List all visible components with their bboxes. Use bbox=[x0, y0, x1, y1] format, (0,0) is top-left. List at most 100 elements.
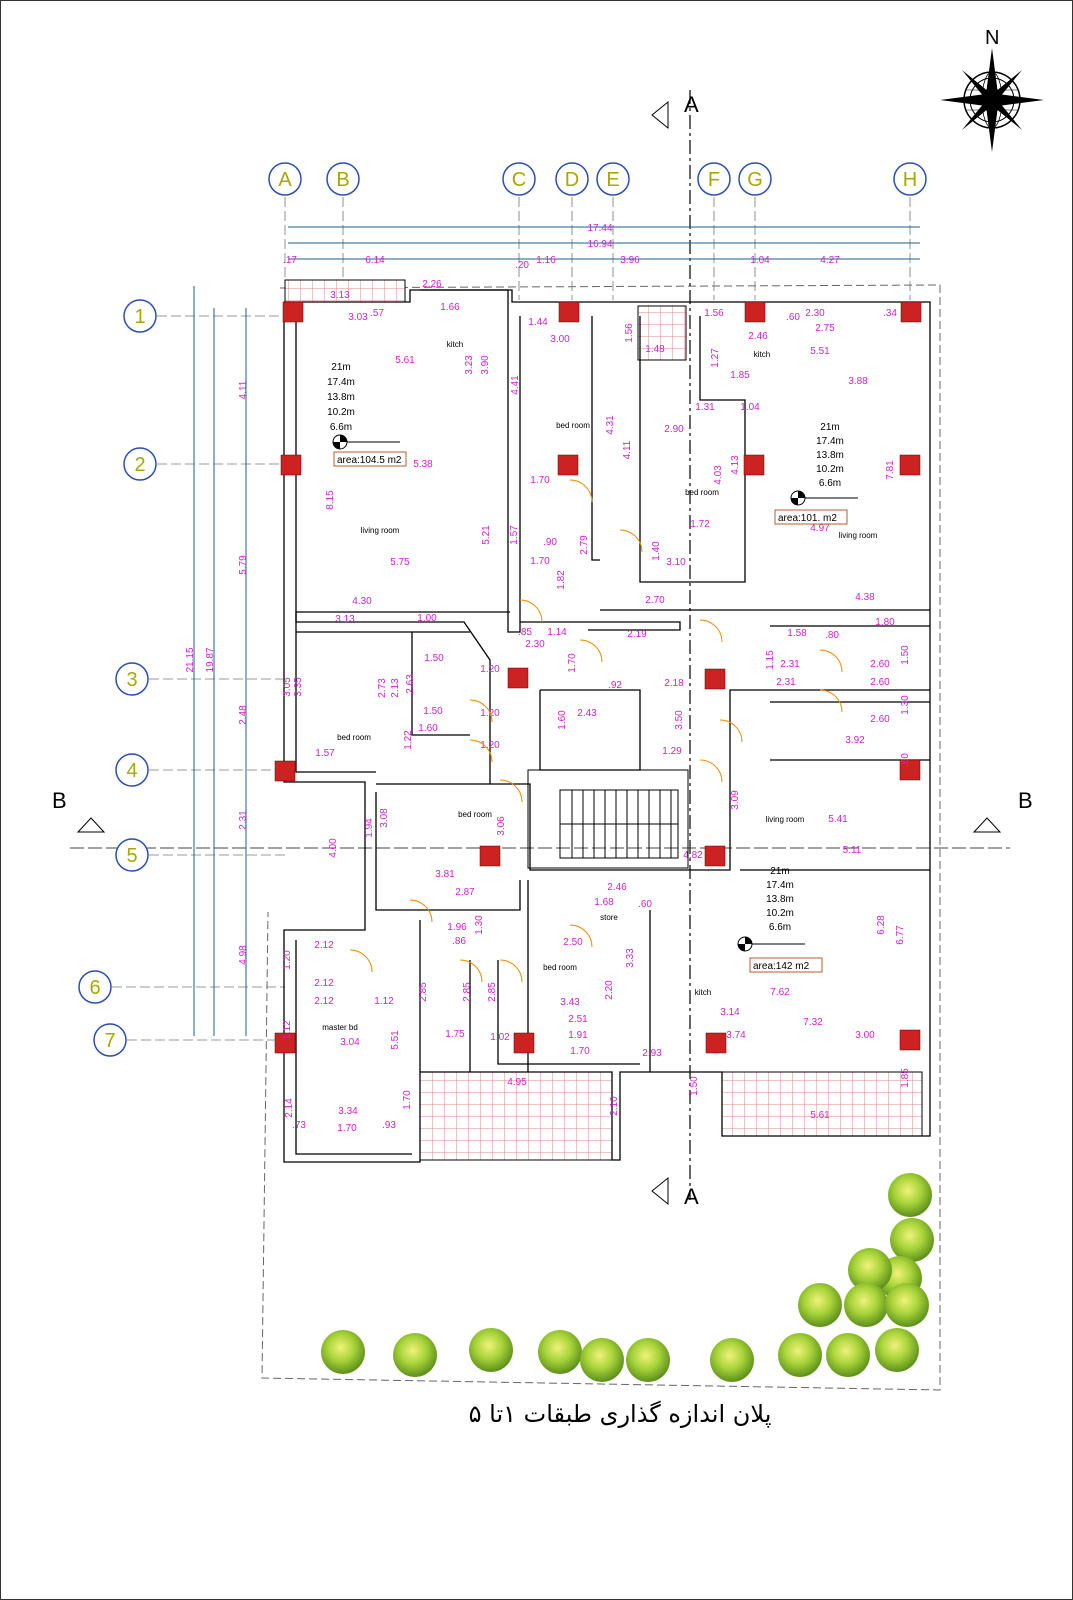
column bbox=[705, 1032, 727, 1054]
level-marker-icon bbox=[790, 490, 858, 506]
dimension-label: 16.94 bbox=[587, 239, 612, 250]
area-label: area:104.5 m2 bbox=[337, 455, 402, 466]
balcony-hatch bbox=[721, 1071, 923, 1137]
door-swing bbox=[499, 959, 523, 983]
level-elevation: 21m bbox=[331, 362, 350, 373]
section-marker-a-bottom: A bbox=[651, 1176, 699, 1209]
drawing-title: پلان اندازه گذاری طبقات ۱تا ۵ bbox=[468, 1400, 772, 1428]
level-elevation: 10.2m bbox=[816, 464, 844, 475]
dimension-label: 1.50 bbox=[424, 653, 444, 664]
door-swing bbox=[409, 899, 433, 923]
grid-bubble-column: G bbox=[738, 162, 772, 196]
tree-icon bbox=[844, 1283, 888, 1327]
dimension-label: 3.33 bbox=[625, 948, 636, 968]
room-label: bed room bbox=[337, 733, 371, 742]
dimension-label: 1.56 bbox=[704, 308, 724, 319]
tree-icon bbox=[710, 1338, 754, 1382]
dimension-label: 1.04 bbox=[750, 255, 770, 266]
door-swing bbox=[569, 479, 593, 503]
dimension-label: 2.48 bbox=[238, 705, 249, 725]
level-elevation: 6.6m bbox=[769, 922, 791, 933]
dimension-label: 2.20 bbox=[604, 980, 615, 1000]
dimension-label: .60 bbox=[786, 312, 800, 323]
balcony-hatch bbox=[637, 305, 687, 361]
dimension-label: 3.34 bbox=[338, 1106, 358, 1117]
north-label: N bbox=[985, 27, 999, 49]
dimension-label: 1.12 bbox=[374, 996, 394, 1007]
room-label: living room bbox=[361, 526, 400, 535]
dimension-label: 1.70 bbox=[337, 1123, 357, 1134]
dimension-label: .86 bbox=[452, 936, 466, 947]
dimension-label: 4.11 bbox=[622, 440, 633, 459]
grid-bubble-column: B bbox=[326, 162, 360, 196]
level-elevation: 17.4m bbox=[766, 880, 794, 891]
dimension-label: 1.50 bbox=[423, 706, 443, 717]
dimension-label: .17 bbox=[283, 255, 297, 266]
dimension-label: 2.46 bbox=[748, 331, 768, 342]
dimension-label: .80 bbox=[825, 630, 839, 641]
dimension-label: 1.30 bbox=[900, 695, 911, 715]
grid-label: B bbox=[336, 169, 349, 191]
dimension-label: 3.14 bbox=[720, 1007, 740, 1018]
grid-bubble-row: 7 bbox=[93, 1023, 127, 1057]
room-label: kitch bbox=[695, 988, 711, 997]
column bbox=[513, 1032, 535, 1054]
dimension-label: 4.11 bbox=[238, 380, 249, 399]
grid-bubble-row: 4 bbox=[115, 753, 149, 787]
grid-lines bbox=[112, 197, 911, 1041]
dimension-label: 1.72 bbox=[690, 519, 710, 530]
dimension-label: 3.00 bbox=[550, 334, 570, 345]
dimension-label: 4.95 bbox=[507, 1077, 527, 1088]
landscape-trees bbox=[321, 1173, 934, 1382]
room-label: living room bbox=[839, 531, 878, 540]
column bbox=[507, 667, 529, 689]
dimension-label: 1.70 bbox=[570, 1046, 590, 1057]
level-elevation: 17.4m bbox=[816, 436, 844, 447]
dimension-label: 1.14 bbox=[547, 627, 567, 638]
dimension-label: 5.41 bbox=[828, 814, 848, 825]
dimension-label: 1.70 bbox=[530, 556, 550, 567]
dimension-label: 1.57 bbox=[315, 748, 335, 759]
dimension-label: 1.20 bbox=[480, 740, 500, 751]
door-swing bbox=[699, 759, 723, 783]
dimension-label: 2.30 bbox=[525, 639, 545, 650]
column bbox=[704, 845, 726, 867]
dimension-label: 1.20 bbox=[282, 950, 293, 970]
door-swing bbox=[819, 649, 843, 673]
dimension-label: .20 bbox=[515, 260, 529, 271]
dimension-label: 3.92 bbox=[845, 735, 865, 746]
level-elevation: 10.2m bbox=[766, 908, 794, 919]
dimension-label: 1.30 bbox=[474, 915, 485, 935]
level-elevation: 21m bbox=[820, 422, 839, 433]
dimension-label: 1.96 bbox=[447, 922, 467, 933]
dimension-label: 2.93 bbox=[642, 1048, 662, 1059]
dimension-label: .60 bbox=[638, 899, 652, 910]
room-label: bed room bbox=[556, 421, 590, 430]
dimension-label: 5.61 bbox=[395, 355, 415, 366]
room-label: kitch bbox=[447, 340, 463, 349]
dimension-label: 2.13 bbox=[390, 678, 401, 698]
dimension-label: 1.94 bbox=[364, 818, 375, 838]
dimension-label: 2.75 bbox=[815, 323, 835, 334]
dimension-label: 3.90 bbox=[480, 355, 491, 375]
dimension-label: 2.30 bbox=[805, 308, 825, 319]
site-boundary bbox=[261, 284, 941, 1391]
dimension-label: 3.50 bbox=[674, 710, 685, 730]
dimension-label: 4.31 bbox=[605, 415, 616, 435]
tree-icon bbox=[848, 1248, 892, 1292]
dimension-label: 5.51 bbox=[810, 346, 830, 357]
grid-label: 1 bbox=[134, 306, 145, 328]
grid-bubble-column: C bbox=[502, 162, 536, 196]
grid-label: A bbox=[278, 169, 292, 191]
dimension-label: 7.62 bbox=[770, 987, 790, 998]
door-swing bbox=[349, 949, 373, 973]
dimension-label: 2.85 bbox=[418, 982, 429, 1002]
dimension-label: 1.85 bbox=[900, 1068, 911, 1088]
dimension-label: 2.19 bbox=[627, 629, 647, 640]
tree-icon bbox=[778, 1333, 822, 1377]
column bbox=[704, 668, 726, 690]
dimension-label: 1.50 bbox=[689, 1076, 700, 1096]
column bbox=[274, 760, 296, 782]
